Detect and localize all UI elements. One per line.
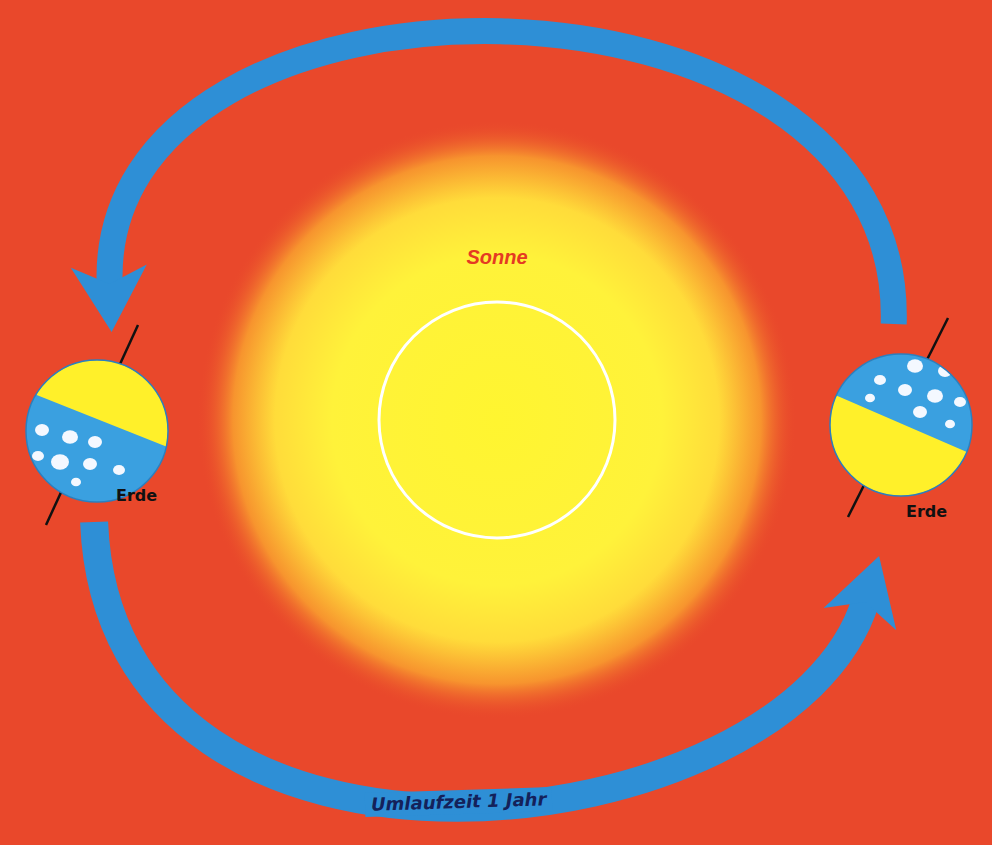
orbit-arc	[110, 31, 894, 324]
cloud-spot	[945, 420, 955, 429]
cloud-spot	[32, 451, 44, 461]
cloud-spot	[938, 365, 952, 377]
sun-label: Sonne	[337, 246, 657, 269]
sun-disc	[377, 300, 617, 540]
earth-outline	[26, 360, 168, 502]
earth-globe	[828, 352, 974, 498]
sun-glow	[197, 120, 797, 720]
cloud-spot	[35, 424, 49, 436]
cloud-spot	[913, 406, 927, 418]
orbit-arc	[94, 522, 866, 808]
cloud-spot	[954, 397, 966, 407]
cloud-spot	[113, 465, 125, 475]
orbit-arrow	[94, 522, 896, 808]
sun-node: Sonne	[377, 300, 617, 540]
earth-label: Erde	[906, 502, 947, 521]
cloud-spot	[865, 394, 875, 403]
earth-night-side	[24, 390, 170, 504]
orbit-arrow	[71, 31, 894, 332]
earth-node: Erde	[24, 358, 170, 504]
cloud-spot	[927, 389, 943, 403]
cloud-spot	[898, 384, 912, 396]
earth-night-side	[828, 352, 974, 455]
earth-node: Erde	[828, 352, 974, 498]
earth-label: Erde	[116, 486, 157, 505]
arrow-head	[71, 265, 147, 333]
cloud-spot	[874, 375, 886, 385]
sun-outline	[379, 302, 615, 538]
cloud-spot	[83, 458, 97, 470]
cloud-spot	[907, 359, 923, 373]
cloud-spot	[62, 430, 78, 444]
earth-outline	[830, 354, 972, 496]
arrow-head	[824, 556, 897, 630]
earth-globe	[24, 358, 170, 504]
cloud-spot	[71, 478, 81, 487]
cloud-spot	[88, 436, 102, 448]
cloud-spot	[51, 454, 69, 469]
